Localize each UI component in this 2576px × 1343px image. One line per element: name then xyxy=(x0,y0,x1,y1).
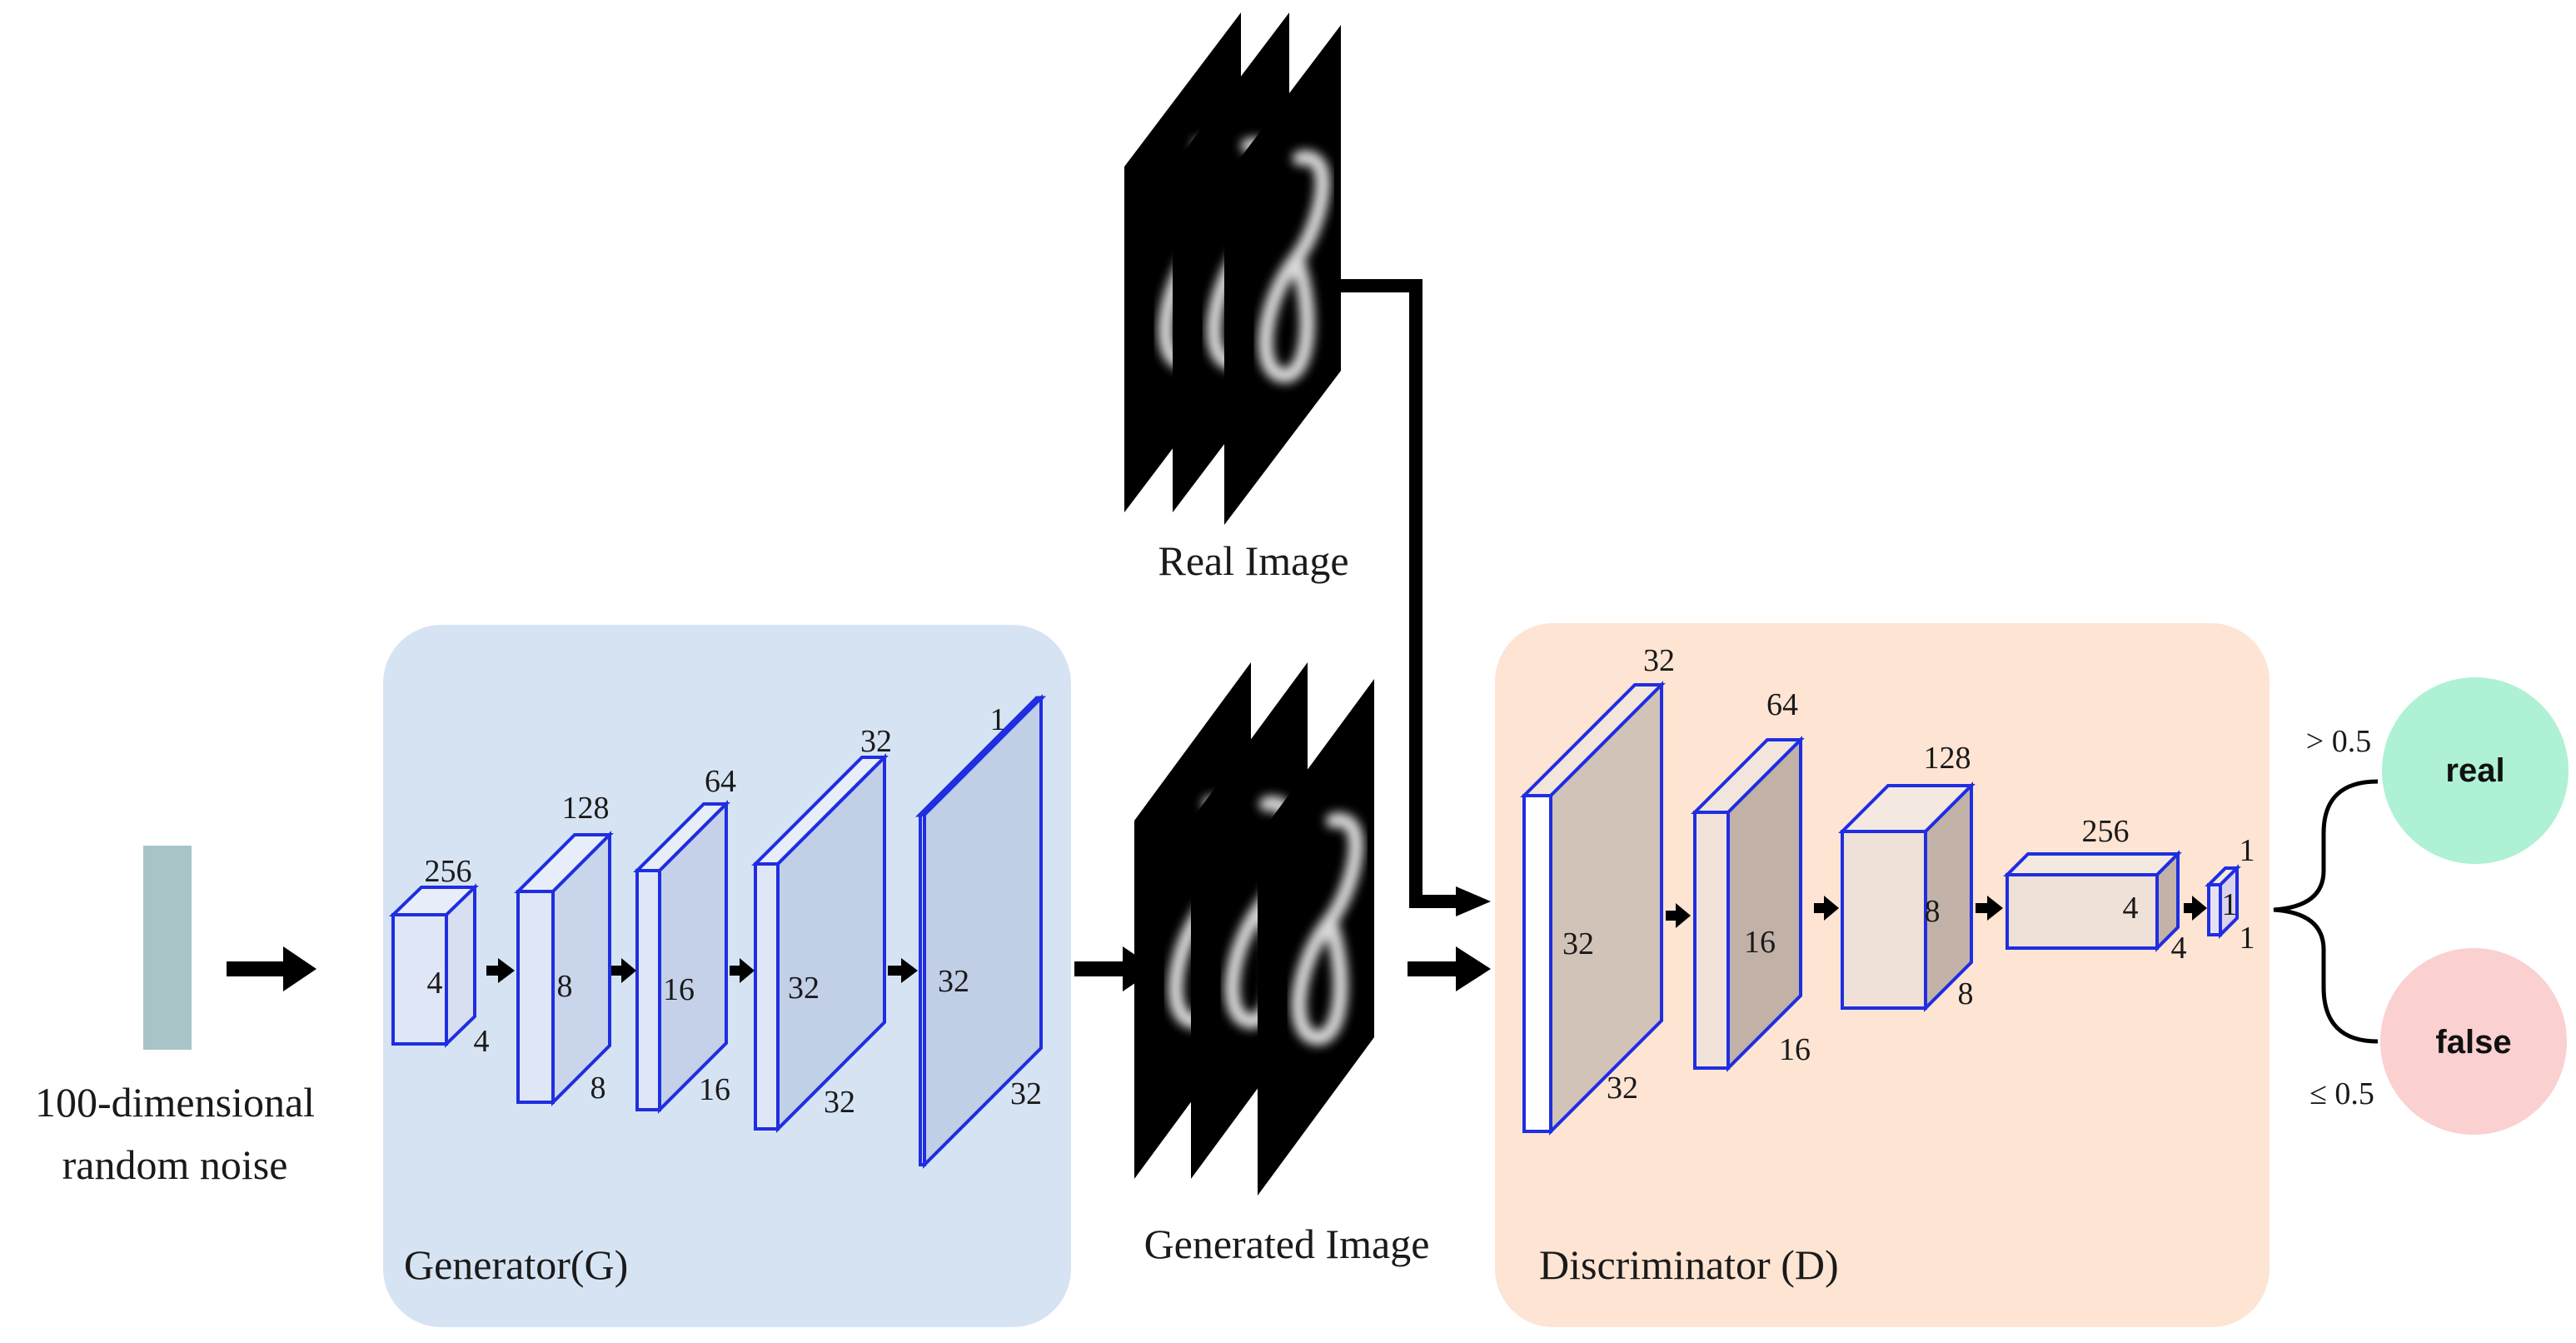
noise-label-line2: random noise xyxy=(62,1141,288,1188)
generator-title: Generator(G) xyxy=(404,1241,628,1288)
generator-block-3-front-label: 16 xyxy=(663,972,695,1007)
real-image-digit-stroke-3 xyxy=(1258,150,1331,383)
discriminator-block-2-side-label: 16 xyxy=(1779,1032,1811,1067)
generator-block-5-front-label: 32 xyxy=(938,964,969,999)
real-image-stack xyxy=(1124,12,1341,525)
generator-block-4-front-label: 32 xyxy=(788,971,820,1006)
generator-arrows xyxy=(486,958,918,983)
discriminator-block-2: 64 16 16 xyxy=(1691,687,1811,1072)
discriminator-block-3: 128 8 8 xyxy=(1838,741,1976,1012)
discriminator-arrows xyxy=(1666,896,2207,928)
discriminator-block-2-front-label: 16 xyxy=(1744,925,1776,960)
discriminator-block-1: 32 32 32 xyxy=(1520,643,1675,1136)
generator-block-3-front xyxy=(635,869,661,1111)
discriminator-block-1-front xyxy=(1522,794,1552,1133)
real-image-to-discriminator-arrow xyxy=(1339,279,1491,916)
discriminator-block-4-top xyxy=(2003,852,2182,876)
threshold-low-label: ≤ 0.5 xyxy=(2309,1076,2374,1111)
discriminator-block-4-front xyxy=(2005,873,2159,950)
generator-block-3: 64 16 16 xyxy=(633,764,736,1114)
discriminator-block-2-front xyxy=(1693,811,1730,1070)
discriminator-block-1-front-label: 32 xyxy=(1562,926,1594,961)
discriminator-block-4-top-label: 256 xyxy=(2082,814,2130,849)
generator-block-2-front xyxy=(516,890,555,1104)
discriminator-block-4-front-label: 4 xyxy=(2123,891,2139,926)
discriminator-title: Discriminator (D) xyxy=(1539,1241,1839,1288)
discriminator-block-2-top-label: 64 xyxy=(1766,687,1798,722)
generator-block-2-side-label: 8 xyxy=(590,1071,606,1106)
noise-vector-bar xyxy=(143,846,192,1050)
discriminator-block-5-front-label: 1 xyxy=(2222,887,2238,922)
generator-block-2: 128 8 8 xyxy=(514,791,614,1106)
discriminator-block-3-front xyxy=(1841,830,1927,1010)
generator-block-5-front xyxy=(919,813,926,1166)
generated-image-digit-stroke-3 xyxy=(1291,812,1364,1046)
discriminator-block-1-top-label: 32 xyxy=(1643,643,1675,678)
generator-block-5-side-label: 32 xyxy=(1010,1076,1042,1111)
real-output-circle xyxy=(2382,677,2569,864)
discriminator-block-5-top-label: 1 xyxy=(2240,833,2255,868)
generator-block-4-front xyxy=(754,862,780,1131)
generator-block-2-top-label: 128 xyxy=(562,791,610,826)
discriminator-block-5: 1 1 1 xyxy=(2205,833,2255,956)
generator-block-3-top-label: 64 xyxy=(705,764,736,799)
threshold-high-label: > 0.5 xyxy=(2306,724,2371,759)
discriminator-block-1-side-label: 32 xyxy=(1607,1071,1638,1106)
generator-block-1: 256 4 4 xyxy=(389,854,490,1059)
generated-image-stack xyxy=(1134,662,1374,1196)
discriminator-block-5-front xyxy=(2207,883,2222,936)
discriminator-block-4: 256 4 4 xyxy=(2003,814,2187,966)
discriminator-block-3-top-label: 128 xyxy=(1924,741,1971,776)
generator-block-1-top-label: 256 xyxy=(425,854,472,889)
discriminator-block-3-front-label: 8 xyxy=(1925,894,1941,929)
noise-to-generator-arrow xyxy=(227,946,316,991)
generator-block-1-front-label: 4 xyxy=(427,966,443,1001)
discriminator-block-5-side-label: 1 xyxy=(2240,921,2255,956)
generator-block-2-front-label: 8 xyxy=(557,969,573,1004)
generator-block-1-front xyxy=(391,913,448,1046)
generator-block-1-side-label: 4 xyxy=(474,1024,490,1059)
generator-block-4-top-label: 32 xyxy=(860,724,892,759)
discriminator-block-3-side-label: 8 xyxy=(1958,976,1974,1011)
generator-block-5-top-label: 1 xyxy=(990,702,1006,737)
noise-label-line1: 100-dimensional xyxy=(35,1079,315,1126)
generated-image-label: Generated Image xyxy=(1144,1221,1430,1267)
generator-block-5: 1 32 32 xyxy=(914,694,1047,1169)
false-output-label: false xyxy=(2435,1024,2511,1061)
real-output-label: real xyxy=(2445,752,2504,789)
generator-block-4: 32 32 32 xyxy=(751,724,892,1133)
generator-block-1-side xyxy=(445,883,476,1048)
generator-block-4-side-label: 32 xyxy=(824,1085,855,1120)
false-output-circle xyxy=(2380,948,2567,1135)
output-brace xyxy=(2273,779,2379,1044)
discriminator-block-4-side-label: 4 xyxy=(2171,931,2187,966)
generator-block-3-side-label: 16 xyxy=(699,1072,730,1107)
real-image-label: Real Image xyxy=(1158,537,1348,584)
generated-image-to-discriminator-arrow xyxy=(1408,946,1491,991)
